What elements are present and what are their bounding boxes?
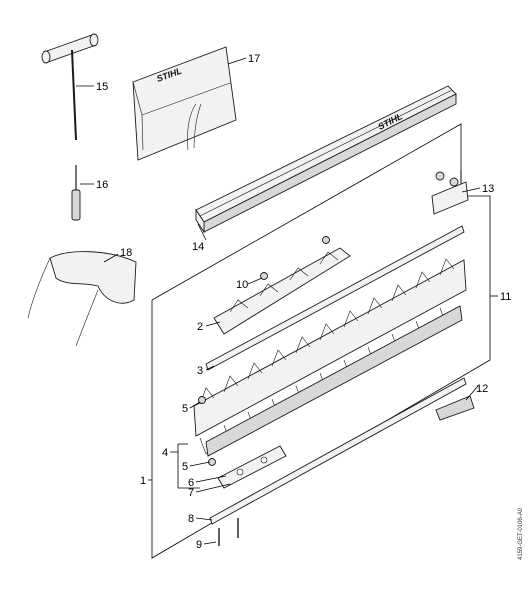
callout-11: 11 xyxy=(500,291,511,303)
callout-9: 9 xyxy=(196,539,202,551)
callout-6: 6 xyxy=(188,477,194,489)
bottom-strip xyxy=(209,377,467,525)
screwdriver xyxy=(71,165,81,221)
callout-5b: 5 xyxy=(182,461,188,473)
guide-plate xyxy=(217,445,287,489)
cutting-blade-upper xyxy=(193,258,467,455)
callout-15: 15 xyxy=(96,81,108,93)
mounting-bracket xyxy=(431,171,469,215)
combination-wrench xyxy=(41,33,99,141)
callout-14: 14 xyxy=(192,241,204,253)
callout-7: 7 xyxy=(188,487,194,499)
gear-cover xyxy=(213,247,351,335)
callout-13: 13 xyxy=(482,183,494,195)
leader-lines xyxy=(76,57,498,545)
callout-8: 8 xyxy=(188,513,194,525)
callout-labels: 1 2 3 4 5 5 6 7 8 9 10 11 12 13 14 15 16… xyxy=(96,53,511,551)
blade-scabbard: STIHL xyxy=(195,85,457,234)
document-id: 4159-GET-0106-A0 xyxy=(518,507,524,560)
callout-4: 4 xyxy=(162,447,168,459)
callout-16: 16 xyxy=(96,179,108,191)
spacer-strip xyxy=(205,225,465,371)
cutting-blade-lower xyxy=(205,305,463,457)
blade-end-piece xyxy=(435,395,475,421)
callout-3: 3 xyxy=(197,365,203,377)
assembly-outline xyxy=(151,123,491,559)
callout-2: 2 xyxy=(197,321,203,333)
callout-17: 17 xyxy=(248,53,260,65)
callout-12: 12 xyxy=(476,383,488,395)
callout-5a: 5 xyxy=(182,403,188,415)
callout-10: 10 xyxy=(236,279,248,291)
storage-pouch: STIHL xyxy=(132,46,237,161)
callout-18: 18 xyxy=(120,247,132,259)
screws xyxy=(198,236,330,546)
safety-glasses xyxy=(27,251,137,347)
callout-1: 1 xyxy=(140,475,146,487)
